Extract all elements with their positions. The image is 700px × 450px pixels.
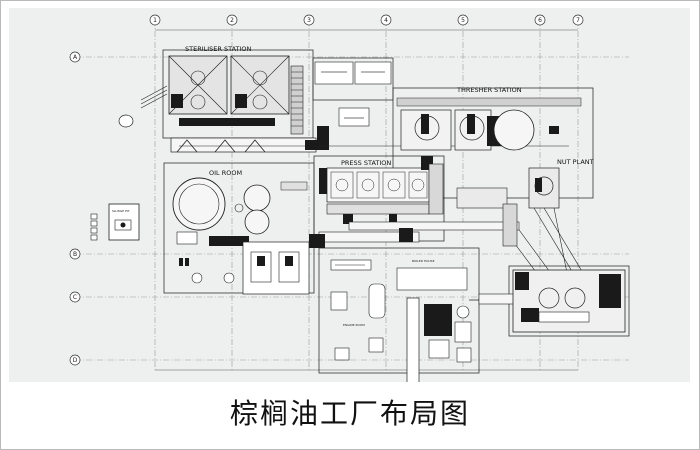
row-marker: A [69,51,81,63]
fibre-conveyor [309,187,520,248]
caption: 棕榈油工厂布局图 [229,397,470,430]
svg-text:ENGINE ROOM: ENGINE ROOM [343,323,365,327]
column-marker: 3 [303,14,315,26]
svg-text:B: B [73,251,77,258]
svg-text:7: 7 [576,17,580,24]
svg-text:D: D [73,357,78,364]
layout-plan: 1 2 3 4 5 6 7 A B C D STERILISER STATION [69,14,630,382]
engine-room: ENGINE ROOM [330,259,386,361]
svg-text:SLUDGE PIT: SLUDGE PIT [112,209,130,213]
kernel-plant [512,269,626,333]
steriliser-station: STERILISER STATION [140,45,304,135]
svg-text:NUT PLANT: NUT PLANT [557,158,594,166]
column-marker: 2 [226,14,238,26]
svg-text:PRESS STATION: PRESS STATION [341,159,391,167]
svg-text:2: 2 [230,17,234,24]
svg-text:THRESHER STATION: THRESHER STATION [456,86,522,94]
svg-text:6: 6 [538,17,542,24]
svg-text:STERILISER STATION: STERILISER STATION [185,45,252,53]
oil-room: OIL ROOM [172,169,308,246]
boiler-house: BOILER HOUSE [396,259,529,382]
loading-conveyor [170,137,569,153]
sludge-pit: SLUDGE PIT [90,114,140,241]
column-marker: 1 [149,14,161,26]
column-marker: 4 [380,14,392,26]
row-marker: B [69,248,81,260]
svg-text:3: 3 [307,17,311,24]
row-marker: D [69,354,81,366]
svg-text:1: 1 [153,17,157,24]
svg-text:A: A [73,54,78,61]
svg-text:4: 4 [384,17,388,24]
pump-area [179,241,310,295]
dimension-line [155,29,578,371]
press-station: PRESS STATION [319,156,444,224]
row-markers: A B C D [69,51,81,366]
service-rooms [314,61,392,150]
svg-text:5: 5 [461,17,465,24]
thresher-station: THRESHER STATION [396,86,582,151]
svg-text:C: C [73,294,77,301]
svg-text:OIL ROOM: OIL ROOM [209,169,242,177]
column-markers: 1 2 3 4 5 6 7 [149,14,584,26]
column-marker: 7 [572,14,584,26]
svg-text:BOILER HOUSE: BOILER HOUSE [412,259,435,263]
column-marker: 5 [457,14,469,26]
row-marker: C [69,291,81,303]
column-marker: 6 [534,14,546,26]
